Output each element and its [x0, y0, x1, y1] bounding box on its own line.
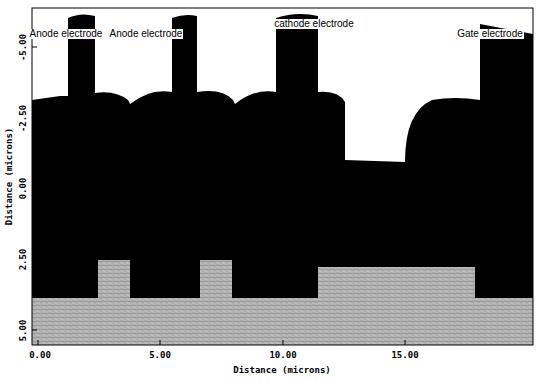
y-tick-label: 0.00	[20, 177, 29, 199]
y-tick-label: -2.50	[20, 104, 29, 131]
electrode-label: cathode electrode	[273, 19, 355, 29]
axis-title: Distance (microns)	[6, 127, 15, 225]
x-tick-label: 15.00	[391, 351, 418, 360]
x-tick-label: 10.00	[269, 351, 296, 360]
y-tick-label: -5.00	[20, 33, 29, 60]
y-tick-label: 5.00	[20, 319, 29, 341]
x-tick-label: 0.00	[29, 351, 51, 360]
x-tick-label: 5.00	[149, 351, 171, 360]
axis-title: Distance (microns)	[233, 366, 331, 375]
y-tick-label: 2.50	[20, 248, 29, 270]
electrode-label: Anode electrode	[109, 29, 184, 39]
electrode-label: Anode electrode	[29, 29, 104, 39]
electrode-label: Gate electrode	[456, 29, 524, 39]
